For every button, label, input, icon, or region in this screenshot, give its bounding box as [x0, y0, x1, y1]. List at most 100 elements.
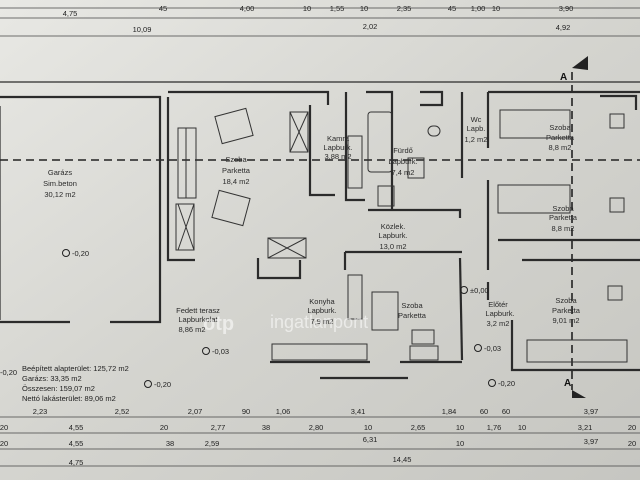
dim-top-11: 3,90 — [559, 4, 574, 13]
bottom-dimensions: 2,23 2,52 2,07 90 1,06 3,41 1,84 60 60 3… — [0, 407, 640, 467]
room3-name: Szoba — [401, 301, 423, 310]
area-summary: Beépített alapterület: 125,72 m2 Garázs:… — [22, 364, 129, 403]
section-mark-top: A — [560, 72, 567, 83]
bath-floor: Lapburk. — [388, 157, 417, 166]
dim-r2-12: 3,21 — [578, 423, 593, 432]
furniture — [175, 107, 628, 363]
dim-r3-1: 20 — [0, 439, 8, 448]
room2-area: 8,8 m2 — [552, 224, 575, 233]
dim-top-4: 10 — [303, 4, 311, 13]
dim-r2-2: 4,55 — [69, 423, 84, 432]
dim-r3-7: 3,97 — [584, 437, 599, 446]
dim-top-10: 10 — [492, 4, 500, 13]
room1-floor: Parketta — [546, 133, 575, 142]
living-name: Szoba — [225, 155, 247, 164]
dim-r2-11: 10 — [518, 423, 526, 432]
wc-name: Wc — [471, 115, 482, 124]
elevation-marks: -0,20 -0,03 ±0,00 -0,03 -0,20 -0,20 -0,2… — [0, 249, 515, 389]
dim-r2-4: 2,77 — [211, 423, 226, 432]
kitchen-area: 7,9 m2 — [311, 317, 334, 326]
elev-left-edge: -0,20 — [0, 368, 17, 377]
room2-name: Szoba — [552, 204, 574, 213]
dim-top-1: 4,75 — [63, 9, 78, 18]
hall-name: Előtér — [488, 300, 508, 309]
pantry-area: 3,88 m2 — [324, 152, 351, 161]
living-area: 18,4 m2 — [222, 177, 249, 186]
dim-r1-8: 60 — [480, 407, 488, 416]
dim-r3-2: 4,55 — [69, 439, 84, 448]
watermark: otp ingatlanpont — [203, 312, 368, 335]
dim-r1-10: 3,97 — [584, 407, 599, 416]
dim-r2-5: 38 — [262, 423, 270, 432]
elev-terrace: -0,03 — [212, 347, 229, 356]
kitchen-name: Konyha — [309, 297, 335, 306]
dim-r2-1: 20 — [0, 423, 8, 432]
dim-r1-9: 60 — [502, 407, 510, 416]
dim-r1-7: 1,84 — [442, 407, 457, 416]
dim-top-5: 1,55 — [330, 4, 345, 13]
living-floor: Parketta — [222, 166, 251, 175]
dim-r3-8: 20 — [628, 439, 636, 448]
dim-r3-3: 38 — [166, 439, 174, 448]
pantry-floor: Lapburk. — [323, 143, 352, 152]
dim-r3-5: 6,31 — [363, 435, 378, 444]
dim-top-8: 45 — [448, 4, 456, 13]
pantry-name: Kamra — [327, 134, 350, 143]
elev-hall-top: ±0,00 — [470, 286, 489, 295]
room4-name: Szoba — [555, 296, 577, 305]
elev-right-out: -0,20 — [498, 379, 515, 388]
hall-area: 3,2 m2 — [487, 319, 510, 328]
section-line: A A — [0, 56, 640, 398]
hall-floor: Lapburk. — [485, 309, 514, 318]
dim-r2-13: 20 — [628, 423, 636, 432]
bath-area: 7,4 m2 — [392, 168, 415, 177]
room-labels: Garázs Sim.beton 30,12 m2 Szoba Parketta… — [43, 115, 581, 334]
dim-top-14: 4,92 — [556, 23, 571, 32]
top-dimensions: 4,75 45 4,00 10 1,55 10 2,35 45 1,00 10 … — [0, 4, 640, 37]
dim-r1-6: 3,41 — [351, 407, 366, 416]
dim-r2-10: 1,76 — [487, 423, 502, 432]
corridor-floor: Lapburk. — [378, 231, 407, 240]
dim-top-7: 2,35 — [397, 4, 412, 13]
section-mark-bottom: A — [564, 378, 571, 389]
bath-name: Fürdő — [393, 146, 413, 155]
room1-name: Szoba — [549, 123, 571, 132]
dim-top-6: 10 — [360, 4, 368, 13]
dim-r4-1: 4,75 — [69, 458, 84, 467]
room4-floor: Parketta — [552, 306, 581, 315]
terrace-area: 8,86 m2 — [178, 325, 205, 334]
elev-hall: -0,03 — [484, 344, 501, 353]
dim-r2-8: 2,65 — [411, 423, 426, 432]
dim-r1-2: 2,52 — [115, 407, 130, 416]
dim-r2-3: 20 — [160, 423, 168, 432]
garage-name: Garázs — [48, 168, 72, 177]
dim-r1-5: 1,06 — [276, 407, 291, 416]
terrace-floor: Lapburkolat — [178, 315, 218, 324]
watermark-text: ingatlanpont — [270, 312, 368, 332]
garage-floor: Sim.beton — [43, 179, 77, 188]
dim-r1-4: 90 — [242, 407, 250, 416]
summary-total: Összesen: 159,07 m2 — [22, 384, 95, 393]
room4-area: 9,01 m2 — [552, 316, 579, 325]
room2-floor: Parketta — [549, 213, 578, 222]
dim-top-13: 2,02 — [363, 22, 378, 31]
wc-area: 1,2 m2 — [465, 135, 488, 144]
dim-r2-9: 10 — [456, 423, 464, 432]
dim-top-12: 10,09 — [133, 25, 152, 34]
watermark-logo: otp — [203, 313, 234, 335]
corridor-name: Közlek. — [381, 222, 406, 231]
corridor-area: 13,0 m2 — [379, 242, 406, 251]
elev-garage: -0,20 — [72, 249, 89, 258]
summary-garage: Garázs: 33,35 m2 — [22, 374, 82, 383]
wc-floor: Lapb. — [467, 124, 486, 133]
dim-r2-6: 2,80 — [309, 423, 324, 432]
summary-net: Nettó lakásterület: 89,06 m2 — [22, 394, 116, 403]
dim-top-9: 1,00 — [471, 4, 486, 13]
terrace-name: Fedett terasz — [176, 306, 220, 315]
dim-r1-1: 2,23 — [33, 407, 48, 416]
summary-built: Beépített alapterület: 125,72 m2 — [22, 364, 129, 373]
walls — [0, 81, 640, 380]
dim-r1-3: 2,07 — [188, 407, 203, 416]
room1-area: 8,8 m2 — [549, 143, 572, 152]
